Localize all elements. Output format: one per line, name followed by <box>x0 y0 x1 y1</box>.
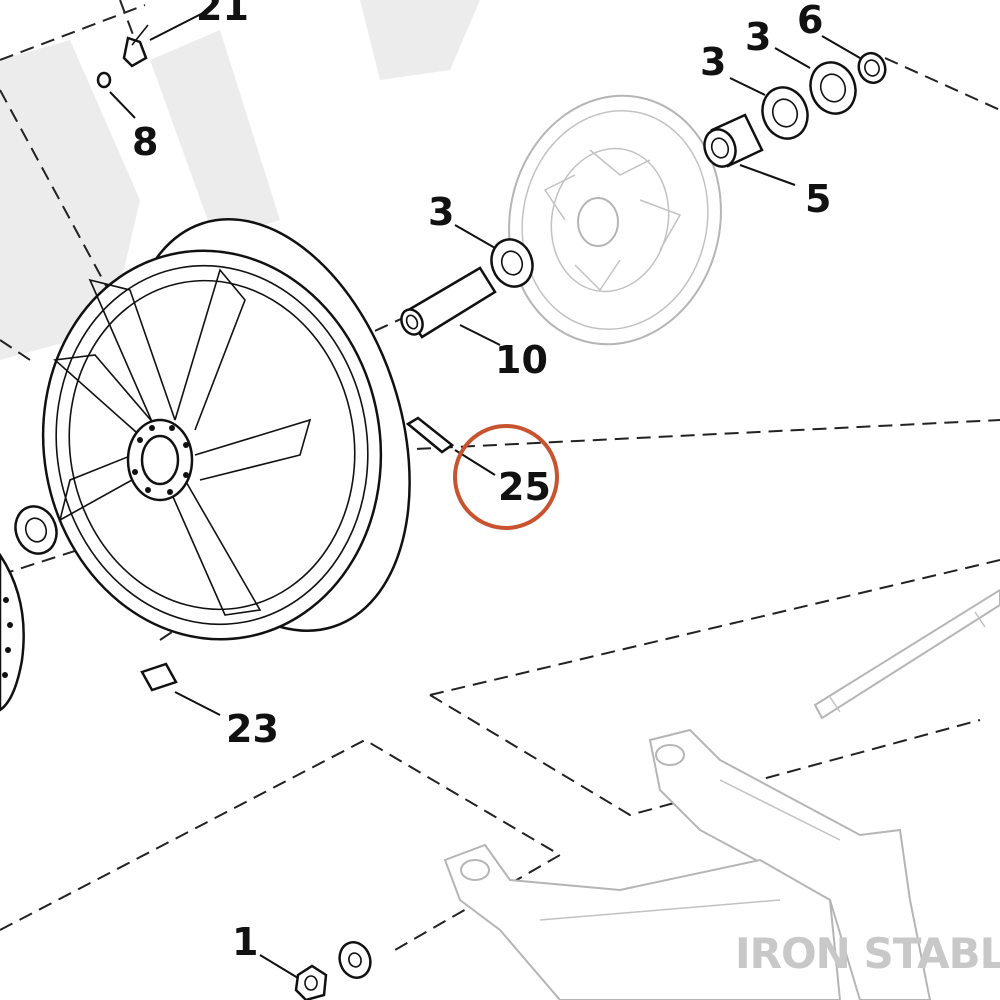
callout-25-highlight-circle <box>453 424 559 530</box>
swingarm-ghost <box>443 728 932 1000</box>
axle-ghost <box>813 588 1000 720</box>
brake-disc-partial <box>0 552 25 712</box>
callout-10: 10 <box>495 338 548 382</box>
part-25-weight-strip <box>405 416 455 454</box>
callout-1: 1 <box>232 920 258 964</box>
part-1-axle-nut <box>294 964 328 1000</box>
callout-3-wheel: 3 <box>428 190 454 234</box>
part-8-valve-cap <box>96 71 112 89</box>
part-3-bearing-wheel <box>490 238 534 288</box>
callout-labels: 21 8 3 3 6 5 3 10 25 23 1 <box>132 0 831 964</box>
part-10-spacer-tube <box>400 266 497 339</box>
part-6-washer <box>857 51 887 85</box>
callout-leader-lines <box>109 11 861 979</box>
callout-3-left-top: 3 <box>700 40 726 84</box>
callout-21: 21 <box>196 0 249 29</box>
part-3-bearing-middle <box>761 86 809 140</box>
pulley-sprocket-ghost <box>508 94 722 346</box>
callout-23: 23 <box>226 707 279 751</box>
axle-washer <box>338 941 372 979</box>
rear-wheel <box>41 218 411 641</box>
callout-3-top: 3 <box>745 15 771 59</box>
callout-5: 5 <box>805 177 831 221</box>
callout-25: 25 <box>498 465 551 509</box>
part-23-weight-block <box>140 662 178 692</box>
part-21-valve-stem <box>122 24 149 68</box>
iron-stable-watermark: IRON STABLE <box>735 929 1000 978</box>
callout-8: 8 <box>132 120 158 164</box>
left-wheel-bearing <box>14 505 58 555</box>
background-watermark-shapes <box>0 0 480 360</box>
part-5-sleeve <box>703 113 764 168</box>
part-3-bearing-top <box>809 61 857 115</box>
callout-6: 6 <box>797 0 823 42</box>
